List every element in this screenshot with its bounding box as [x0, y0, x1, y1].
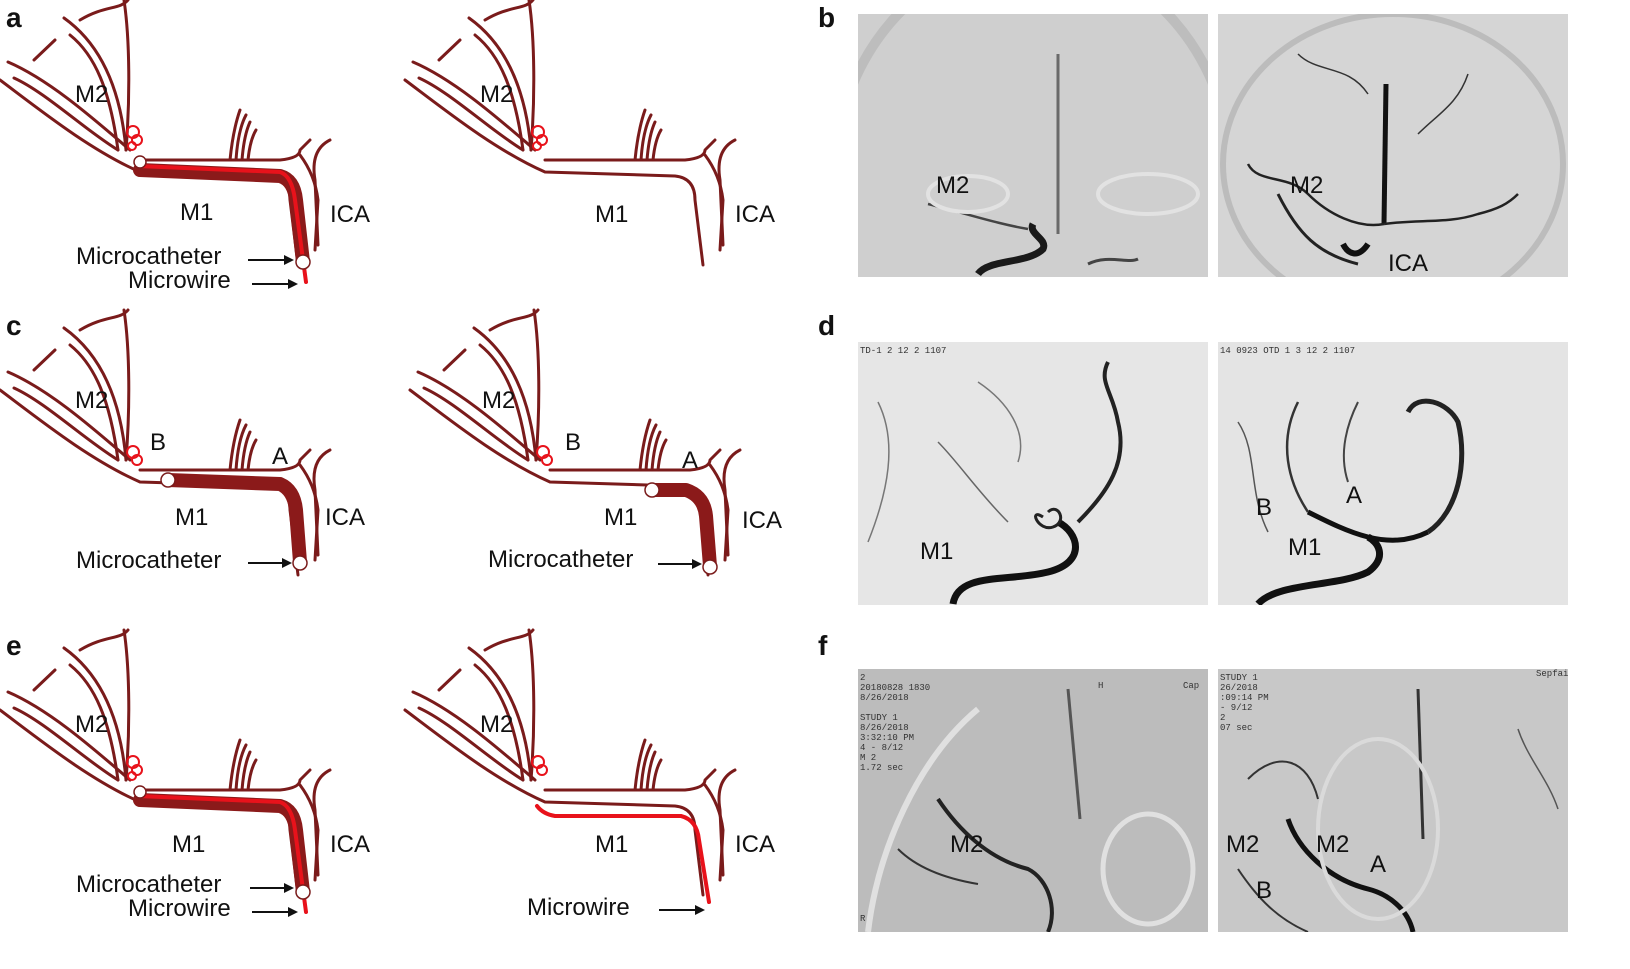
label-m2: M2	[1290, 172, 1324, 199]
microcatheter-path	[161, 473, 307, 569]
label-ica: ICA	[1388, 250, 1429, 277]
label-m1: M1	[920, 538, 954, 565]
label-ica: ICA	[735, 831, 775, 858]
label-m2: M2	[480, 711, 513, 738]
label-m1: M1	[175, 504, 208, 531]
angiogram-b-left: M2	[858, 14, 1208, 277]
vessel-diagram: M2 B A M1 ICA Microcatheter	[0, 308, 365, 577]
label-microcatheter: Microcatheter	[488, 546, 633, 573]
label-m1: M1	[1288, 534, 1322, 561]
schematic-e-right: M2 M1 ICA Microwire	[403, 628, 815, 930]
label-m1: M1	[604, 504, 637, 531]
aneurysm-coil	[126, 755, 143, 781]
label-m2: M2	[950, 831, 984, 858]
label-m2: M2	[480, 81, 513, 108]
angiogram-d-right: 14 0923 OTD 1 3 12 2 1107 B A M1	[1218, 342, 1568, 605]
angiogram-f-left: 2 20180828 1830 8/26/2018 STUDY 1 8/26/2…	[858, 669, 1208, 932]
overlay-header: 14 0923 OTD 1 3 12 2 1107	[1220, 346, 1356, 356]
label-point-a: A	[1346, 482, 1363, 509]
schematic-c-right: M2 B A M1 ICA Microcatheter	[408, 308, 820, 610]
vessel-walls	[0, 0, 332, 267]
aneurysm-coil	[531, 125, 548, 151]
label-microcatheter: Microcatheter	[76, 547, 221, 574]
overlay-side-text: STUDY 1 26/2018 :09:14 PM - 9/12 2 07 se…	[1220, 673, 1269, 733]
vessel-diagram: M2 M1 ICA	[403, 0, 775, 267]
label-m1: M1	[595, 831, 628, 858]
schematic-a-right: M2 M1 ICA	[403, 0, 815, 300]
aneurysm-coil	[536, 445, 553, 466]
overlay-header: Sepfai	[1536, 669, 1568, 679]
overlay-header: TD-1 2 12 2 1107	[860, 346, 947, 356]
overlay-side-text: 2 20180828 1830 8/26/2018 STUDY 1 8/26/2…	[860, 673, 931, 773]
overlay-header-cap: Cap	[1183, 681, 1200, 691]
overlay-footer: R	[860, 914, 866, 924]
label-ica: ICA	[742, 507, 782, 534]
label-m1: M1	[595, 201, 628, 228]
panel-letter-a: a	[6, 2, 22, 33]
panel-letter-f: f	[818, 630, 828, 661]
label-m2: M2	[936, 172, 970, 199]
label-m2-left: M2	[1226, 831, 1260, 858]
panel-letter-b: b	[818, 2, 836, 33]
microwire-path	[535, 804, 711, 904]
label-point-b: B	[150, 429, 166, 456]
label-m2: M2	[75, 711, 108, 738]
label-microwire: Microwire	[128, 267, 231, 294]
panel-letter-c: c	[6, 310, 22, 341]
label-microcatheter: Microcatheter	[76, 871, 221, 898]
vessel-diagram: M2 M1 ICA Microcatheter Microwire	[0, 0, 370, 294]
label-point-a: A	[272, 443, 288, 470]
label-point-a: A	[1370, 851, 1387, 878]
label-m2-center: M2	[1316, 831, 1350, 858]
label-m2: M2	[75, 387, 108, 414]
aneurysm-coil	[126, 445, 143, 466]
microwire-path	[136, 164, 308, 284]
label-microwire: Microwire	[527, 894, 630, 921]
angiogram-f-right: STUDY 1 26/2018 :09:14 PM - 9/12 2 07 se…	[1218, 669, 1568, 932]
label-m2: M2	[482, 387, 515, 414]
microcatheter-path	[645, 483, 717, 573]
label-ica: ICA	[330, 831, 370, 858]
label-m2: M2	[75, 81, 108, 108]
label-ica: ICA	[330, 201, 370, 228]
vessel-diagram: M2 B A M1 ICA Microcatheter	[408, 308, 782, 577]
vessel-diagram: M2 M1 ICA Microcatheter Microwire	[0, 628, 370, 922]
aneurysm-coil	[531, 755, 548, 776]
label-point-b: B	[1256, 494, 1273, 521]
angiogram-b-right: M2 ICA	[1218, 14, 1568, 277]
label-m1: M1	[172, 831, 205, 858]
microwire-path	[136, 794, 308, 914]
angiogram-d-left: TD-1 2 12 2 1107 M1	[858, 342, 1208, 605]
overlay-header-h: H	[1098, 681, 1104, 691]
schematic-a-left: M2 M1 ICA Microcatheter Microwire	[0, 0, 410, 300]
label-ica: ICA	[735, 201, 775, 228]
label-point-b: B	[1256, 877, 1273, 904]
schematic-c-left: M2 B A M1 ICA Microcatheter	[0, 308, 410, 610]
label-point-b: B	[565, 429, 581, 456]
schematic-e-left: M2 M1 ICA Microcatheter Microwire	[0, 628, 410, 930]
label-ica: ICA	[325, 504, 365, 531]
label-microwire: Microwire	[128, 895, 231, 922]
label-microcatheter: Microcatheter	[76, 243, 221, 270]
vessel-diagram: M2 M1 ICA Microwire	[403, 628, 775, 921]
label-point-a: A	[682, 447, 698, 474]
panel-letter-d: d	[818, 310, 836, 341]
aneurysm-coil	[126, 125, 143, 151]
panel-letter-e: e	[6, 630, 22, 661]
label-m1: M1	[180, 199, 213, 226]
